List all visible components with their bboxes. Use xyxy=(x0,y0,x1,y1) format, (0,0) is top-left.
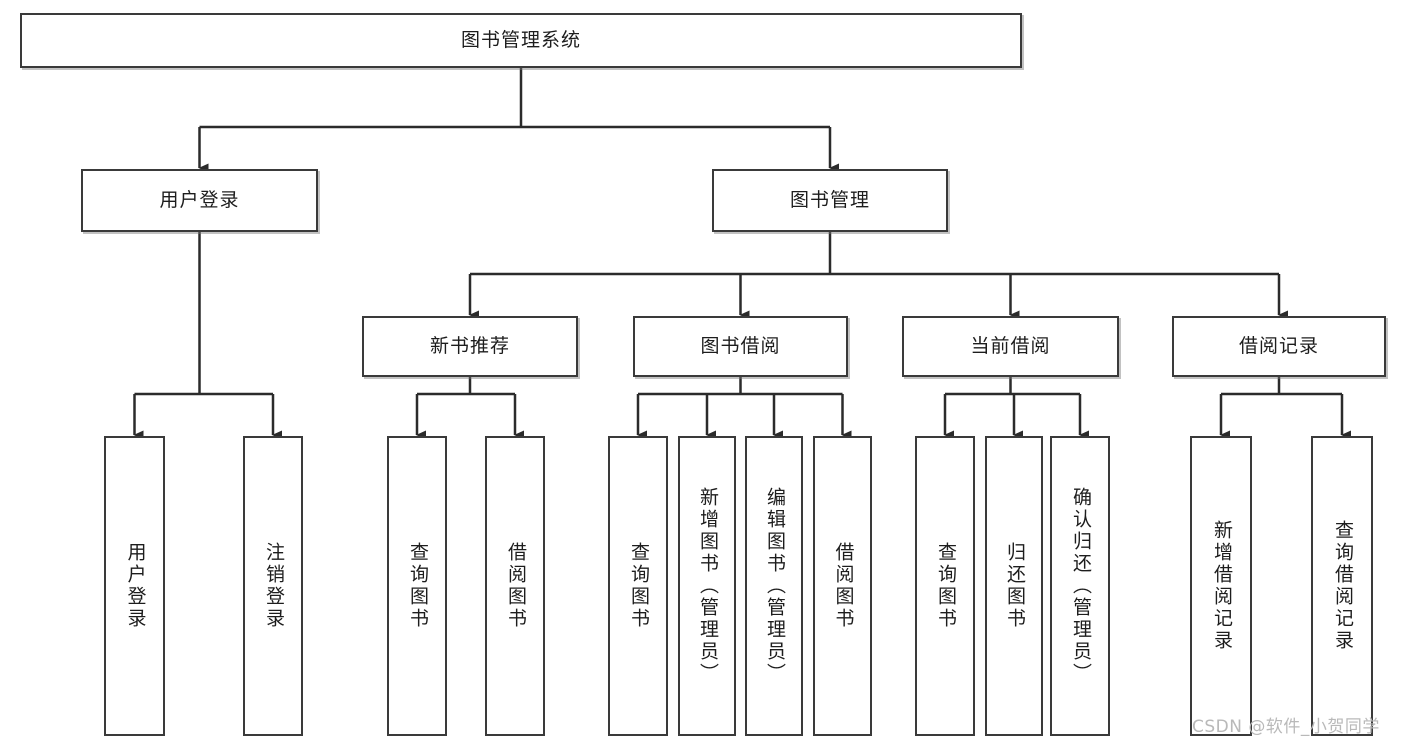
node-label: 注销登录 xyxy=(262,542,285,630)
node-l-bw-add[interactable]: 新增图书（管理员） xyxy=(678,436,736,736)
node-label: 图书借阅 xyxy=(700,334,781,357)
node-l-nb-borrow[interactable]: 借阅图书 xyxy=(485,436,545,736)
node-borrow[interactable]: 图书借阅 xyxy=(633,316,848,377)
node-label: 当前借阅 xyxy=(970,334,1051,357)
node-label: 图书管理系统 xyxy=(460,28,581,51)
node-l-rec-add[interactable]: 新增借阅记录 xyxy=(1190,436,1252,736)
node-label: 确认归还（管理员） xyxy=(1069,487,1092,685)
node-label: 借阅记录 xyxy=(1238,334,1319,357)
node-label: 新书推荐 xyxy=(429,334,510,357)
node-l-logout[interactable]: 注销登录 xyxy=(243,436,303,736)
node-label: 用户登录 xyxy=(124,542,147,630)
node-label: 图书管理 xyxy=(789,188,870,211)
node-label: 查询图书 xyxy=(406,542,429,630)
node-label: 查询图书 xyxy=(934,542,957,630)
node-bookmgmt[interactable]: 图书管理 xyxy=(712,169,948,232)
connector-layer xyxy=(133,68,1351,440)
node-label: 编辑图书（管理员） xyxy=(763,487,786,685)
node-l-bw-query[interactable]: 查询图书 xyxy=(608,436,668,736)
node-label: 借阅图书 xyxy=(504,542,527,630)
node-root[interactable]: 图书管理系统 xyxy=(20,13,1022,68)
node-l-nb-query[interactable]: 查询图书 xyxy=(387,436,447,736)
node-label: 新增图书（管理员） xyxy=(696,487,719,685)
node-l-cur-query[interactable]: 查询图书 xyxy=(915,436,975,736)
node-label: 查询图书 xyxy=(627,542,650,630)
node-l-cur-return[interactable]: 归还图书 xyxy=(985,436,1043,736)
node-l-rec-query[interactable]: 查询借阅记录 xyxy=(1311,436,1373,736)
node-login[interactable]: 用户登录 xyxy=(81,169,318,232)
node-l-bw-borrow[interactable]: 借阅图书 xyxy=(813,436,872,736)
node-label: 新增借阅记录 xyxy=(1210,520,1233,652)
node-l-userlogin[interactable]: 用户登录 xyxy=(104,436,165,736)
node-l-bw-edit[interactable]: 编辑图书（管理员） xyxy=(745,436,803,736)
node-records[interactable]: 借阅记录 xyxy=(1172,316,1386,377)
node-label: 归还图书 xyxy=(1003,542,1026,630)
node-label: 查询借阅记录 xyxy=(1331,520,1354,652)
node-newbooks[interactable]: 新书推荐 xyxy=(362,316,578,377)
node-label: 用户登录 xyxy=(159,188,240,211)
node-l-cur-confirm[interactable]: 确认归还（管理员） xyxy=(1050,436,1110,736)
node-label: 借阅图书 xyxy=(832,542,855,630)
node-current[interactable]: 当前借阅 xyxy=(902,316,1119,377)
